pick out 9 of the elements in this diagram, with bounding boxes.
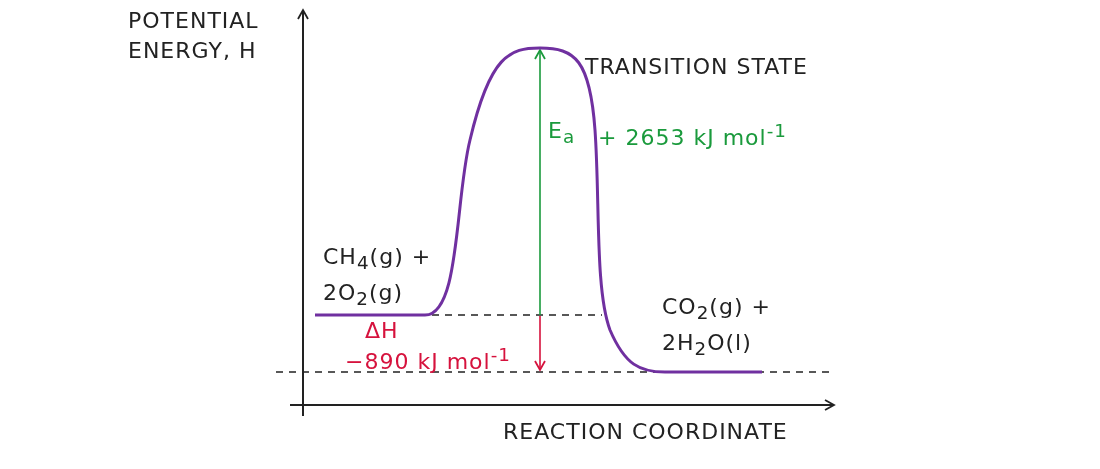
products-label: CO$_{2}$(g) + 2H$_{2}$O(l): [662, 293, 772, 362]
enthalpy-value: −890 kJ mol$^{-1}$: [345, 343, 512, 377]
axis-title: REACTION COORDINATE: [503, 418, 789, 446]
curve-label: TRANSITION STATE: [585, 53, 809, 81]
energy-value: + 2653 kJ mol$^{-1}$: [598, 119, 788, 153]
energy-symbol: E$_{a}$: [548, 117, 577, 150]
enthalpy-symbol: ΔH: [365, 317, 400, 345]
axis-title: POTENTIAL ENERGY, H: [128, 7, 260, 65]
reactants-label: CH$_{4}$(g) + 2O$_{2}$(g): [323, 243, 433, 312]
